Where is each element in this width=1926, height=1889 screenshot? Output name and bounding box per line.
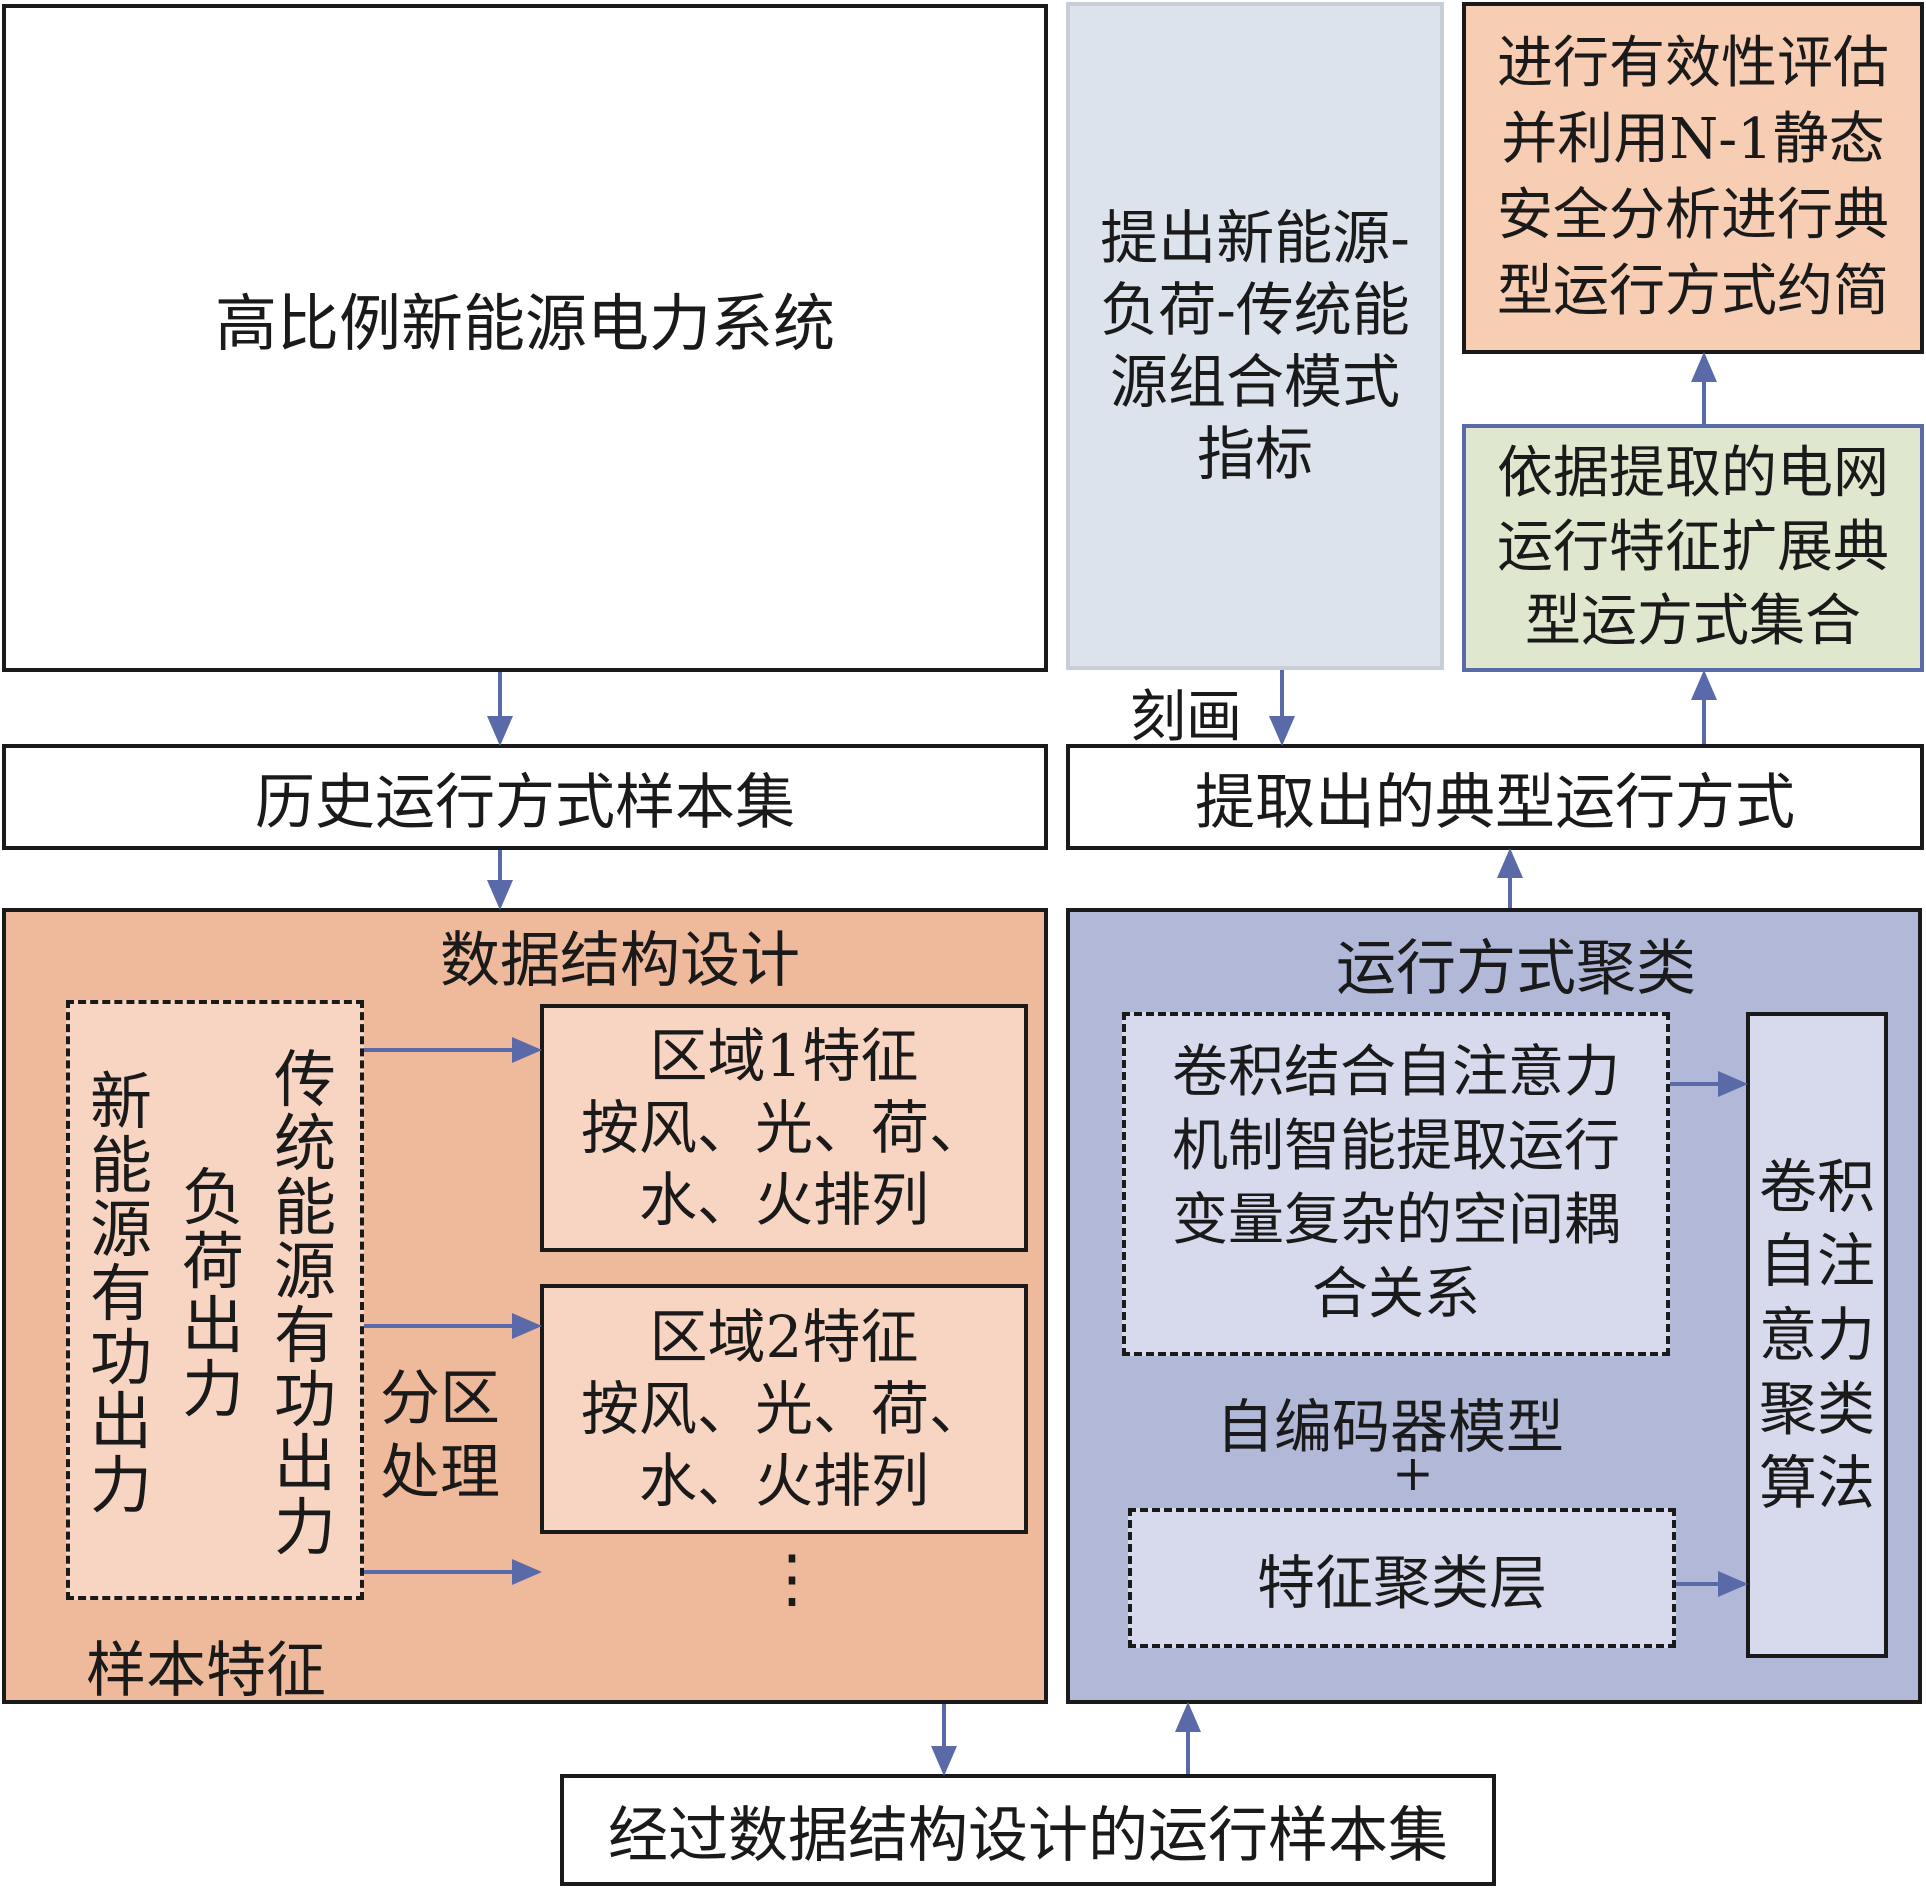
algorithm-line-5: 算法 <box>1758 1449 1875 1517</box>
bottom-sample-set-box: 经过数据结构设计的运行样本集 <box>560 1774 1496 1886</box>
extend-line-1: 依据提取的电网 <box>1497 441 1889 506</box>
typical-box: 提取出的典型运行方式 <box>1066 744 1924 850</box>
new-energy-output-text: 新能源有功出力 <box>89 1065 152 1522</box>
region1-title: 区域1特征 <box>649 1022 919 1090</box>
typical-box-label: 提取出的典型运行方式 <box>1195 767 1795 838</box>
algorithm-line-3: 意力 <box>1758 1301 1875 1369</box>
region2-title: 区域2特征 <box>649 1303 919 1371</box>
extend-line-2: 运行特征扩展典 <box>1497 515 1889 580</box>
clustering-title: 运行方式聚类 <box>1336 934 1696 1004</box>
load-output-text: 负荷出力 <box>181 1161 244 1426</box>
region-ellipsis: ⋮ <box>760 1542 824 1616</box>
algorithm-line-4: 聚类 <box>1758 1375 1875 1443</box>
plus-sign: + <box>1392 1444 1434 1502</box>
conv-attention-box: 卷积结合自注意力 机制智能提取运行 变量复杂的空间耦 合关系 <box>1122 1012 1670 1356</box>
load-output-column: 负荷出力 <box>180 1166 246 1422</box>
indicator-line-1: 提出新能源- <box>1100 204 1410 272</box>
region1-line-2: 按风、光、荷、 <box>580 1094 987 1162</box>
indicator-box: 提出新能源- 负荷-传统能 源组合模式 指标 <box>1066 2 1444 670</box>
partition-label: 分区 处理 <box>380 1362 500 1510</box>
evaluate-line-3: 安全分析进行典 <box>1497 183 1889 248</box>
region2-line-2: 按风、光、荷、 <box>580 1375 987 1443</box>
indicator-line-3: 源组合模式 <box>1109 348 1400 416</box>
conv-line-2: 机制智能提取运行 <box>1172 1114 1620 1179</box>
region2-line-3: 水、火排列 <box>638 1447 929 1515</box>
history-box: 历史运行方式样本集 <box>2 744 1048 850</box>
partition-line-1: 分区 <box>380 1364 500 1434</box>
describe-label: 刻画 <box>1130 685 1242 750</box>
region1-box: 区域1特征 按风、光、荷、 水、火排列 <box>540 1004 1028 1252</box>
sample-feature-box <box>66 1000 364 1600</box>
algorithm-line-1: 卷积 <box>1758 1153 1875 1221</box>
conv-line-4: 合关系 <box>1312 1262 1480 1327</box>
region2-box: 区域2特征 按风、光、荷、 水、火排列 <box>540 1284 1028 1534</box>
traditional-energy-output-text: 传统能源有功出力 <box>273 1043 336 1564</box>
partition-line-2: 处理 <box>380 1438 500 1508</box>
algorithm-line-2: 自注 <box>1758 1227 1875 1295</box>
data-structure-title: 数据结构设计 <box>440 926 800 996</box>
extend-line-3: 型运方式集合 <box>1525 589 1861 654</box>
region1-line-3: 水、火排列 <box>638 1166 929 1234</box>
feature-cluster-layer-box: 特征聚类层 <box>1128 1508 1676 1648</box>
conv-line-3: 变量复杂的空间耦 <box>1172 1188 1620 1253</box>
system-box-label: 高比例新能源电力系统 <box>214 287 835 360</box>
autoencoder-label: 自编码器模型 <box>1216 1393 1565 1461</box>
evaluate-line-4: 型运行方式约简 <box>1497 259 1889 324</box>
bottom-sample-set-label: 经过数据结构设计的运行样本集 <box>608 1800 1448 1871</box>
new-energy-output-column: 新能源有功出力 <box>88 1070 154 1518</box>
conv-attention-cluster-algorithm-box: 卷积 自注 意力 聚类 算法 <box>1746 1012 1888 1658</box>
sample-feature-label: 样本特征 <box>86 1636 326 1706</box>
feature-cluster-layer-label: 特征聚类层 <box>1256 1549 1547 1617</box>
conv-line-1: 卷积结合自注意力 <box>1172 1040 1620 1105</box>
system-box: 高比例新能源电力系统 <box>2 4 1048 672</box>
evaluate-line-2: 并利用N-1静态 <box>1501 107 1885 172</box>
traditional-energy-output-column: 传统能源有功出力 <box>272 1048 338 1560</box>
history-box-label: 历史运行方式样本集 <box>255 767 795 838</box>
evaluate-line-1: 进行有效性评估 <box>1497 31 1889 96</box>
indicator-line-4: 指标 <box>1196 420 1313 488</box>
indicator-line-2: 负荷-传统能 <box>1100 276 1410 344</box>
